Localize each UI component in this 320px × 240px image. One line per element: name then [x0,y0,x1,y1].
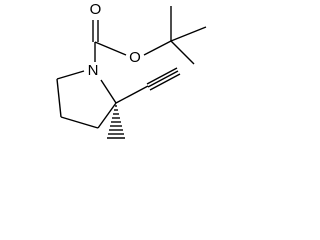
bond-triple-c [149,73,181,91]
bond-c4-c5 [56,78,62,118]
bond-triple-a [146,67,178,85]
bond-triple-b [147,70,179,88]
atom-label-carbonyl-oxygen: O [90,1,102,18]
carbamate-group [92,20,127,62]
bond-tbu-methyl-bottom [170,40,195,65]
tert-butyl-group [143,6,207,65]
bond-c2-c3 [97,102,117,129]
bond-tbu-methyl-right [170,26,207,42]
atom-label-ester-oxygen: O [129,49,141,66]
bond-c5-n [56,70,85,80]
ethynyl-group [115,67,181,104]
atom-label-ring-nitrogen: N [88,62,99,79]
bond-carbonyl-ester-oxygen [94,41,127,56]
bond-c2-alkyne-carbon [115,85,149,104]
chemical-structure-diagram: O O N [56,1,207,139]
pyrrolidine-ring [56,70,117,129]
bond-c3-c4 [60,116,99,129]
bond-ester-oxygen-quaternary-carbon [143,40,172,56]
bond-n-c2 [100,79,117,104]
methyl-hashed-wedge [107,105,125,139]
